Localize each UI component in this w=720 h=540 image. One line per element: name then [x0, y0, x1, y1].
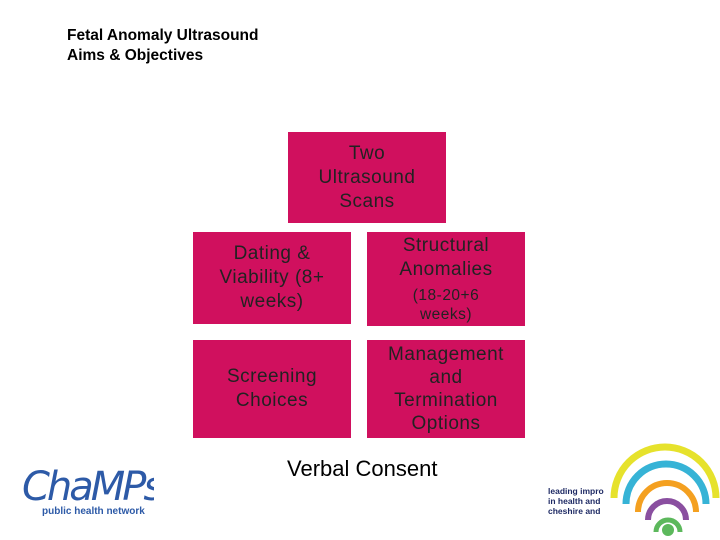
- structural-anomalies-subtext: (18-20+6 weeks): [413, 286, 479, 324]
- box-label-line: Choices: [235, 390, 309, 411]
- box-label-line: Two: [348, 142, 386, 164]
- box-label-line: Viability (8+: [219, 267, 325, 288]
- champs-tagline: public health network: [42, 506, 145, 517]
- partner-text-line: in health and: [548, 496, 601, 506]
- ring-purple: [645, 498, 689, 521]
- partner-text-line: cheshire and: [548, 506, 601, 516]
- champs-logo: ChaMPs: [22, 464, 154, 510]
- ring-blue: [622, 460, 710, 505]
- box-label-line: weeks): [240, 291, 304, 312]
- box-label-line: Screening: [226, 366, 318, 387]
- ring-green: [653, 517, 683, 533]
- box-sub-line: weeks): [419, 306, 473, 323]
- title-line-2: Aims & Objectives: [67, 47, 204, 64]
- box-label-line: Anomalies: [399, 259, 493, 280]
- dating-viability-box: Dating & Viability (8+ weeks): [193, 232, 351, 324]
- management-termination-box: Management and Termination Options: [367, 340, 525, 438]
- box-label-line: Dating &: [233, 243, 311, 264]
- verbal-consent-label: Verbal Consent: [287, 456, 438, 481]
- box-label-line: Termination: [394, 390, 498, 411]
- box-label-line: Options: [411, 413, 481, 434]
- box-label-line: Scans: [339, 190, 395, 212]
- ring-yellow: [610, 443, 720, 499]
- title-line-1: Fetal Anomaly Ultrasound: [67, 27, 259, 44]
- box-label-line: Management: [388, 344, 504, 365]
- concentric-rings-logo-icon: [610, 443, 720, 536]
- ring-center: [662, 524, 674, 536]
- box-label-line: Structural: [402, 235, 490, 256]
- structural-anomalies-box: Structural Anomalies (18-20+6 weeks): [367, 232, 525, 326]
- box-sub-line: (18-20+6: [412, 287, 480, 304]
- screening-choices-box: Screening Choices: [193, 340, 351, 438]
- box-label-line: Ultrasound: [318, 166, 416, 188]
- box-label-line: and: [429, 367, 463, 388]
- partner-logo-text: leading impro in health and cheshire and: [548, 486, 604, 516]
- partner-text-line: leading impro: [548, 486, 604, 496]
- slide-title: Fetal Anomaly Ultrasound Aims & Objectiv…: [67, 26, 258, 66]
- ring-orange: [635, 480, 699, 513]
- two-ultrasound-scans-box: Two Ultrasound Scans: [288, 132, 446, 223]
- champs-wordmark: ChaMPs: [22, 464, 154, 510]
